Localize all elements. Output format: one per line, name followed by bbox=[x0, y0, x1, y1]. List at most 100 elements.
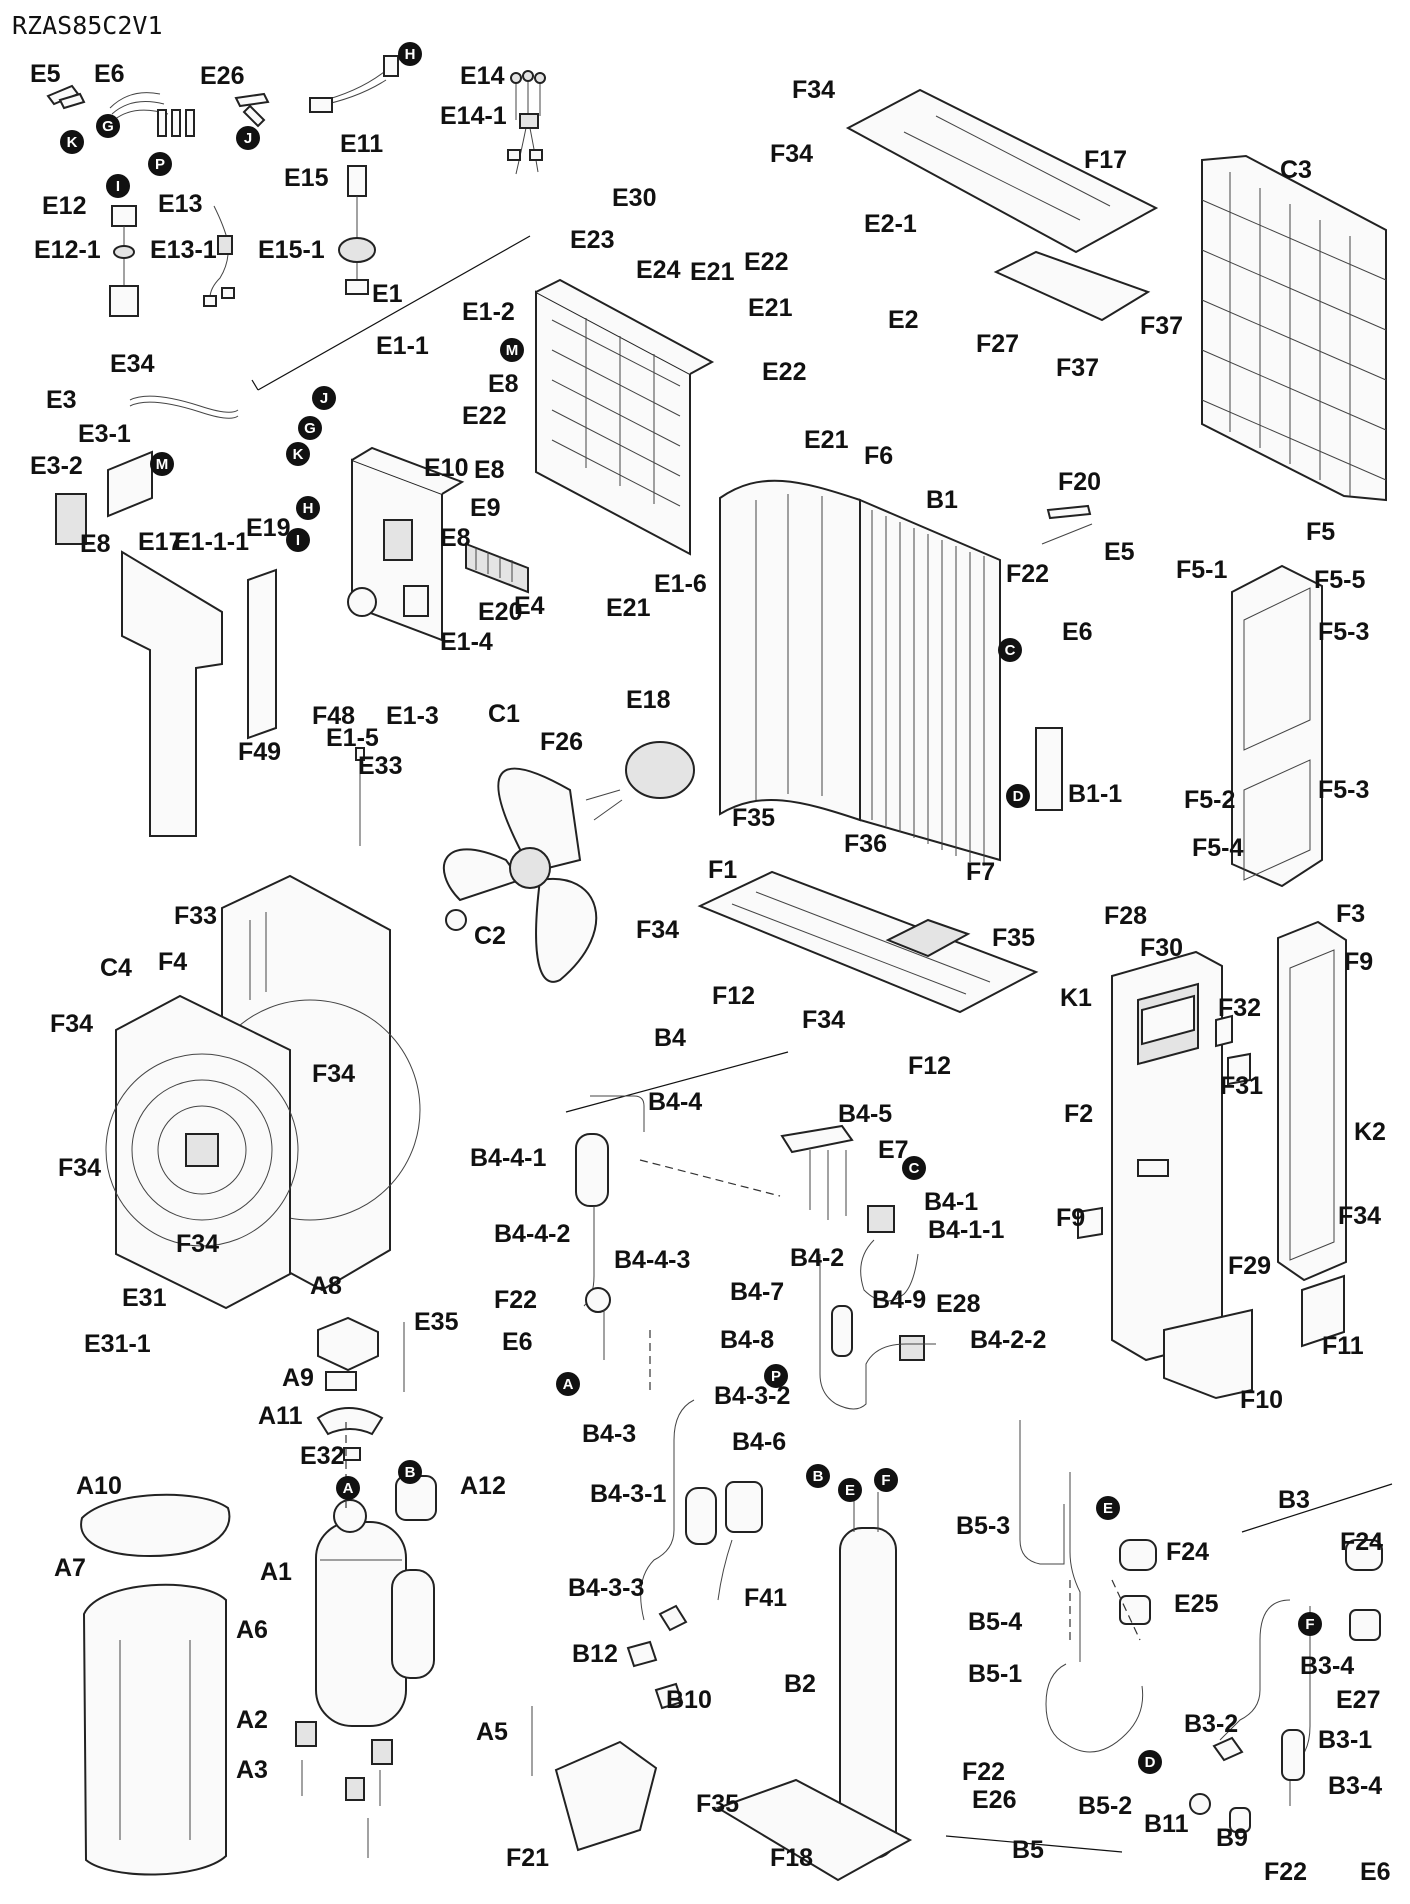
part-label: B3 bbox=[1278, 1486, 1310, 1514]
part-label: E14-1 bbox=[440, 102, 507, 130]
callout-circle bbox=[286, 442, 310, 466]
part-label: B4-1 bbox=[924, 1188, 978, 1216]
wire-harness-e5 bbox=[46, 84, 86, 110]
callout-marker: F bbox=[1298, 1612, 1322, 1636]
callout-marker: C bbox=[998, 638, 1022, 662]
callout-marker: M bbox=[500, 338, 524, 362]
part-label: E23 bbox=[570, 226, 614, 254]
callout-circle bbox=[998, 638, 1022, 662]
callout-letter: H bbox=[303, 500, 314, 517]
part-label: E1-5 bbox=[326, 724, 379, 752]
part-label: E19 bbox=[246, 514, 290, 542]
part-label: E34 bbox=[110, 350, 155, 378]
part-label: E14 bbox=[460, 62, 505, 90]
part-label: B1-1 bbox=[1068, 780, 1122, 808]
rear-side-panel bbox=[1277, 920, 1347, 1348]
part-label: B4-3 bbox=[582, 1420, 636, 1448]
part-label: F24 bbox=[1166, 1538, 1209, 1566]
callout-letter: I bbox=[296, 532, 300, 549]
part-label: E5 bbox=[1104, 538, 1135, 566]
callout-marker: J bbox=[236, 126, 260, 150]
part-label: A1 bbox=[260, 1558, 292, 1586]
callout-letter: E bbox=[1103, 1500, 1113, 1517]
part-label: E25 bbox=[1174, 1590, 1219, 1618]
part-label: E2-1 bbox=[864, 210, 917, 238]
callout-letter: M bbox=[506, 342, 519, 359]
callout-marker: M bbox=[150, 452, 174, 476]
callout-marker: I bbox=[106, 174, 130, 198]
part-label: B4-4-3 bbox=[614, 1246, 690, 1274]
callout-circle bbox=[1096, 1496, 1120, 1520]
part-label: E1-1-1 bbox=[174, 528, 249, 556]
callout-marker: G bbox=[298, 416, 322, 440]
callout-marker: F bbox=[874, 1468, 898, 1492]
part-label: B4-9 bbox=[872, 1286, 926, 1314]
part-label: B4-3-1 bbox=[590, 1480, 667, 1508]
part-label: B4-4-2 bbox=[494, 1220, 570, 1248]
part-label: F22 bbox=[494, 1286, 537, 1314]
part-label: F30 bbox=[1140, 934, 1183, 962]
part-label: B4-2 bbox=[790, 1244, 844, 1272]
callout-circle bbox=[296, 496, 320, 520]
part-label: B4-8 bbox=[720, 1326, 774, 1354]
piping-b5 bbox=[1019, 1420, 1157, 1753]
part-label: B5-2 bbox=[1078, 1792, 1132, 1820]
part-label: B9 bbox=[1216, 1824, 1248, 1852]
callout-letter: B bbox=[813, 1468, 824, 1485]
part-label: E28 bbox=[936, 1290, 981, 1318]
part-label: E15 bbox=[284, 164, 329, 192]
callout-marker: H bbox=[398, 42, 422, 66]
callout-circle bbox=[398, 1460, 422, 1484]
filter-board bbox=[55, 450, 153, 545]
part-label: F48 bbox=[312, 702, 355, 730]
part-label: E12-1 bbox=[34, 236, 101, 264]
part-label: F18 bbox=[770, 1844, 813, 1872]
part-label: E21 bbox=[606, 594, 651, 622]
part-label: E1-3 bbox=[386, 702, 439, 730]
callout-circle bbox=[148, 152, 172, 176]
part-label: B3-1 bbox=[1318, 1726, 1372, 1754]
part-label: A7 bbox=[54, 1554, 86, 1582]
front-side-panel bbox=[1111, 950, 1253, 1400]
part-label: A12 bbox=[460, 1472, 506, 1500]
callout-circle bbox=[398, 42, 422, 66]
part-label: F11 bbox=[1322, 1332, 1364, 1360]
callout-marker: B bbox=[806, 1464, 830, 1488]
part-label: B11 bbox=[1144, 1810, 1189, 1838]
part-label: F34 bbox=[792, 76, 835, 104]
part-label: B12 bbox=[572, 1640, 618, 1668]
wire-harness-e11 bbox=[309, 55, 405, 113]
callout-letter: J bbox=[320, 390, 328, 407]
part-label: F7 bbox=[966, 858, 995, 886]
sensor-e14 bbox=[507, 70, 546, 175]
part-label: F37 bbox=[1056, 354, 1099, 382]
part-label: F22 bbox=[1264, 1858, 1307, 1886]
callout-marker: D bbox=[1138, 1750, 1162, 1774]
part-label: E27 bbox=[1336, 1686, 1380, 1714]
part-label: C1 bbox=[488, 700, 520, 728]
part-label: F32 bbox=[1218, 994, 1261, 1022]
part-label: F27 bbox=[976, 330, 1019, 358]
part-label: B5-3 bbox=[956, 1512, 1010, 1540]
part-label: F2 bbox=[1064, 1100, 1093, 1128]
part-label: E24 bbox=[636, 256, 681, 284]
part-label: B4-3-3 bbox=[568, 1574, 644, 1602]
part-label: E9 bbox=[470, 494, 501, 522]
bottom-frame bbox=[697, 870, 1039, 1014]
part-label: E21 bbox=[690, 258, 735, 286]
part-label: K1 bbox=[1060, 984, 1092, 1012]
switch-box-frame bbox=[535, 278, 715, 556]
callout-marker: G bbox=[96, 114, 120, 138]
callout-circle bbox=[764, 1364, 788, 1388]
callout-marker: P bbox=[148, 152, 172, 176]
part-label: B5-4 bbox=[968, 1608, 1022, 1636]
callout-circle bbox=[500, 338, 524, 362]
part-label: A9 bbox=[282, 1364, 314, 1392]
fan-motor bbox=[585, 741, 695, 821]
part-label: F49 bbox=[238, 738, 281, 766]
part-label: F33 bbox=[174, 902, 217, 930]
part-label: E30 bbox=[612, 184, 656, 212]
part-label: B4-2-2 bbox=[970, 1326, 1046, 1354]
callout-letter: D bbox=[1145, 1754, 1156, 1771]
